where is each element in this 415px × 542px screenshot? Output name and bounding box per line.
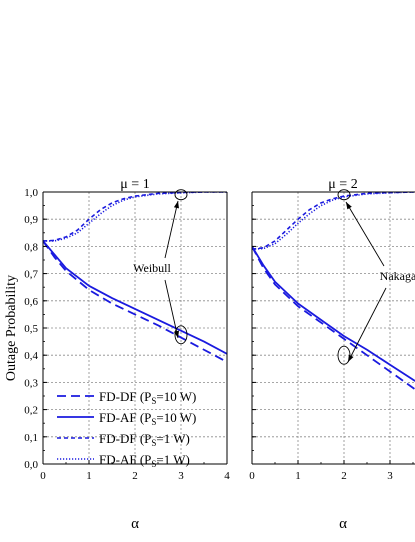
series-line-dashed: [43, 240, 227, 363]
y-tick-label: 0,7: [24, 269, 38, 281]
legend-label-tail: =1 W): [156, 431, 189, 446]
y-tick-label: 0,4: [24, 350, 38, 362]
annotation-arrow-line: [347, 287, 387, 363]
y-tick-label: 0,9: [24, 214, 38, 226]
series-line-dotted: [43, 192, 227, 242]
x-tick-label: 3: [387, 470, 393, 482]
legend-label: FD-AF (PS=1 W): [99, 452, 190, 469]
annotation-arrow-head: [348, 354, 354, 362]
series-line-short-dash: [252, 192, 415, 250]
series-group: [43, 192, 227, 363]
panel-title: μ = 1: [120, 177, 149, 192]
x-tick-label: 1: [86, 470, 92, 482]
legend-label-tail: =1 W): [156, 452, 189, 467]
legend-label-tail: =10 W): [156, 389, 196, 404]
legend-label-main: FD-AF (P: [99, 452, 151, 467]
y-tick-label: 0,8: [24, 241, 38, 253]
y-axis-label: Outage Probability: [4, 275, 19, 381]
annotation-arrow-head: [173, 330, 180, 338]
legend-label: FD-DF (PS=1 W): [99, 431, 190, 448]
annotation-ellipse: [174, 189, 188, 201]
y-tick-label: 0,0: [24, 459, 38, 471]
legend-label-sub: S: [151, 396, 156, 406]
y-tick-label: 0,6: [24, 296, 38, 308]
annotation-arrow-line: [345, 201, 385, 267]
x-tick-label: 2: [132, 470, 138, 482]
x-axis-label: α: [131, 516, 139, 532]
annotation-arrow-line: [164, 200, 179, 259]
x-axis-label: α: [339, 516, 347, 532]
legend-label: FD-DF (PS=10 W): [99, 389, 196, 406]
x-tick-label: 4: [224, 470, 230, 482]
legend-label-tail: =10 W): [156, 410, 196, 425]
legend-label-main: FD-AF (P: [99, 410, 151, 425]
x-tick-label: 0: [249, 470, 255, 482]
x-tick-label: 3: [178, 470, 184, 482]
legend-label-main: FD-DF (P: [99, 431, 151, 446]
y-tick-label: 1,0: [24, 187, 38, 199]
legend-label-sub: S: [151, 438, 156, 448]
series-line-dashed: [252, 245, 415, 391]
annotation-arrow-head: [346, 202, 352, 210]
x-tick-label: 1: [295, 470, 301, 482]
y-tick-label: 0,1: [24, 432, 38, 444]
annotation-ellipse: [174, 325, 188, 345]
annotation-label: Nakaga: [380, 269, 415, 283]
panel-title: μ = 2: [328, 177, 357, 192]
x-tick-label: 2: [341, 470, 347, 482]
legend-label-sub: S: [151, 459, 156, 469]
annotation-arrow-head: [173, 201, 179, 209]
series-line-solid: [43, 240, 227, 355]
y-tick-label: 0,5: [24, 323, 38, 335]
legend-label-sub: S: [151, 417, 156, 427]
annotation-arrow-line: [164, 279, 179, 339]
series-group: [252, 192, 415, 391]
series-line-solid: [252, 245, 415, 382]
x-tick-label: 0: [40, 470, 46, 482]
series-line-short-dash: [43, 192, 227, 242]
annotation-ellipse: [337, 189, 351, 201]
legend-label: FD-AF (PS=10 W): [99, 410, 196, 427]
y-tick-label: 0,3: [24, 377, 38, 389]
y-tick-label: 0,2: [24, 405, 38, 417]
series-line-dotted: [252, 192, 415, 250]
annotation-label: Weibull: [133, 261, 171, 275]
legend-label-main: FD-DF (P: [99, 389, 151, 404]
